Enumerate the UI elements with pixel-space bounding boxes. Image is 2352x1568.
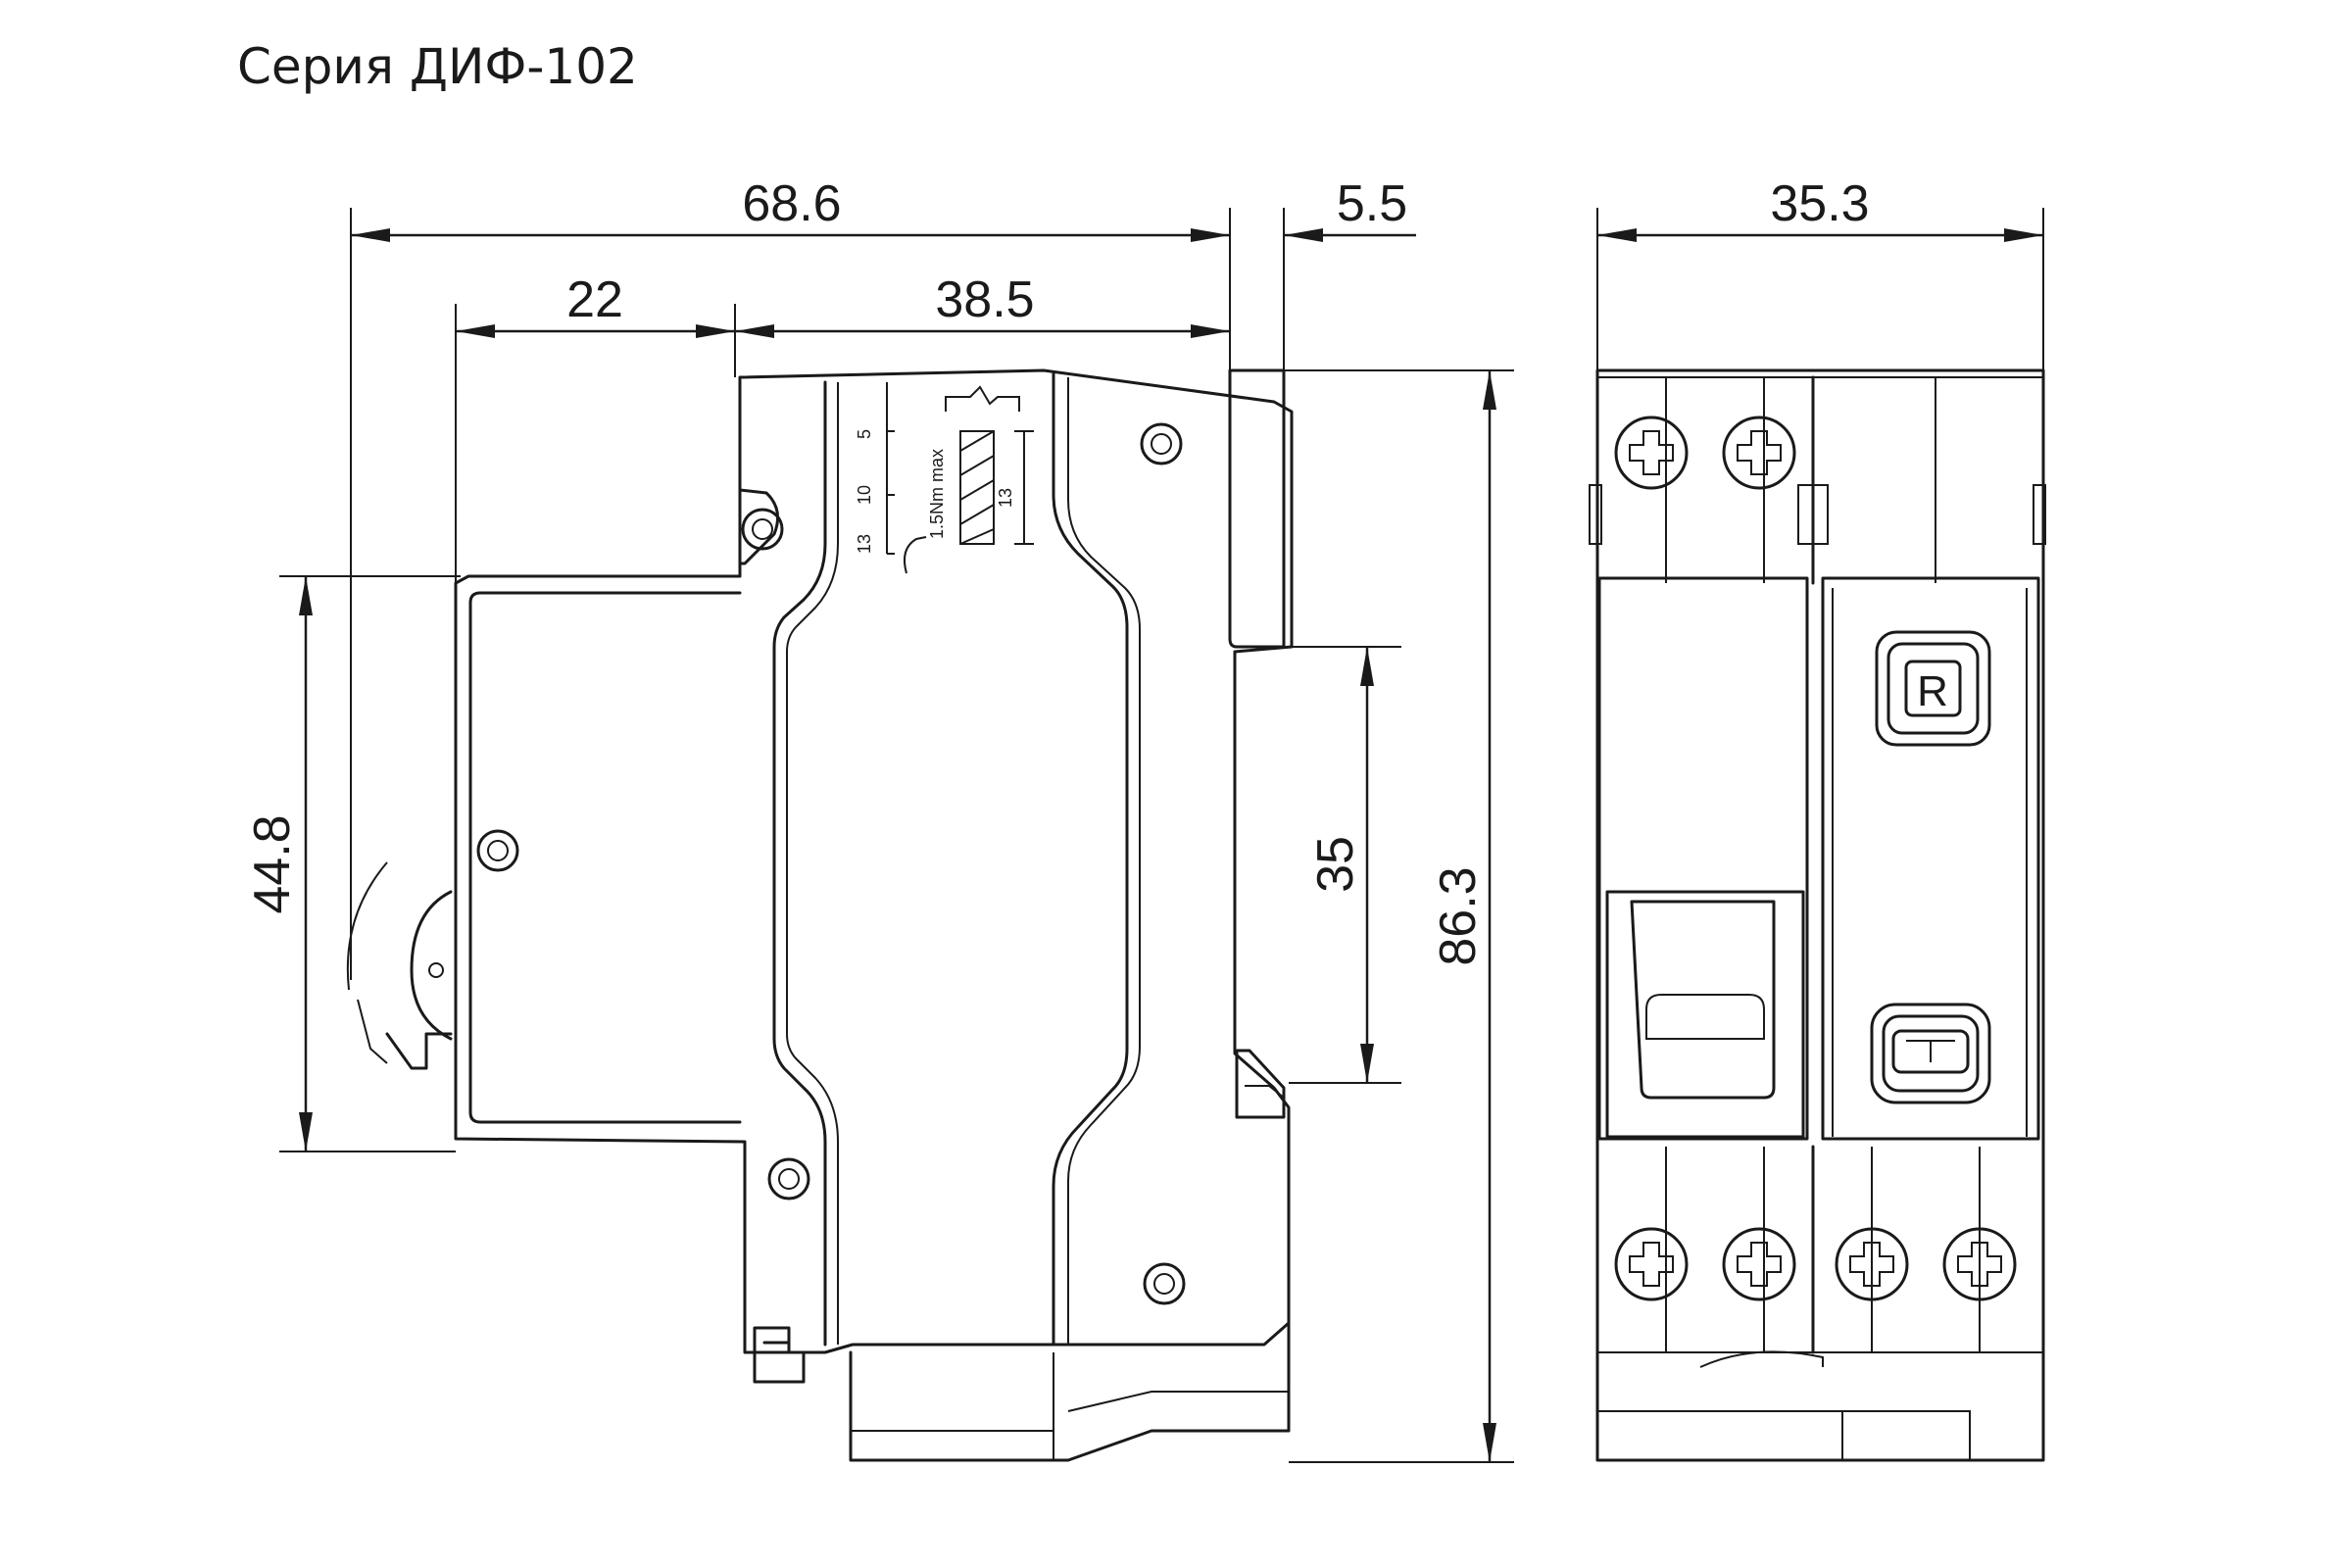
base-lower (849, 1321, 1291, 1462)
latch-curve (1699, 1350, 1824, 1368)
screw-icon (1942, 1227, 2017, 1301)
inner-contour-left-2 (786, 382, 839, 1345)
rivet-lower-left (767, 1157, 810, 1200)
side-view: 5 10 13 13 1.5Nm max (346, 368, 1294, 1462)
torque-text: 1.5Nm max (927, 449, 947, 539)
dim-body-depth: 38.5 (935, 271, 1034, 328)
side-dimensions: 68.6 5.5 22 38.5 44.8 35 (244, 175, 1514, 1463)
dim-front-width: 35.3 (1770, 175, 1869, 232)
rail-clip-top (1228, 368, 1286, 649)
toggle-pivot (428, 962, 444, 978)
torque-arrow (904, 536, 927, 574)
toggle-lever (385, 890, 453, 1070)
dim-overall-height: 86.3 (1430, 866, 1487, 965)
toggle-handle-frame[interactable] (1605, 890, 1805, 1139)
rivet-middle-left (476, 829, 519, 872)
reset-letter: R (1917, 667, 1948, 715)
rail-latch-detail (1245, 1085, 1285, 1099)
screw-icon (1722, 1227, 1796, 1301)
rivet-top (741, 508, 784, 551)
dim-overall-depth: 68.6 (742, 175, 841, 232)
breaker-panel (1597, 576, 1809, 1141)
scale-13-text: 13 (855, 534, 874, 554)
dim-left-offset: 22 (566, 271, 623, 328)
front-view: R (1589, 368, 2046, 1462)
test-button[interactable] (1870, 1003, 1991, 1104)
inner-contour-right (1052, 370, 1129, 1347)
dim-rail-width: 35 (1307, 836, 1364, 893)
strip-rect (959, 430, 995, 545)
toggle-arc-2 (357, 999, 388, 1064)
front-bezel-inner (468, 591, 742, 1124)
front-dimensions: 35.3 (1596, 175, 2044, 370)
terminal-info-label: 5 10 13 13 1.5Nm max (855, 382, 1034, 574)
screw-icon (1614, 416, 1689, 490)
rivet-lower-right (1143, 1262, 1186, 1305)
screw-icon (1835, 1227, 1909, 1301)
side-body-outline (454, 368, 1294, 1354)
reset-button[interactable]: R (1875, 630, 1991, 747)
front-body-outline (1595, 368, 2045, 1462)
rivet-hole-ear (738, 488, 780, 565)
test-t-icon (1906, 1040, 1955, 1062)
dim-terminal-offset: 5.5 (1337, 175, 1407, 232)
strip-length-text: 13 (996, 488, 1015, 508)
rail-latch-slot (1841, 1410, 1971, 1461)
rcd-panel (1821, 576, 2040, 1141)
scale-10-text: 10 (855, 485, 874, 505)
screw-icon (1614, 1227, 1689, 1301)
rivet-upper-right (1140, 422, 1183, 466)
rail-latch-bottom (1235, 1049, 1286, 1119)
inner-contour-right-2 (1067, 377, 1141, 1345)
scale-5-text: 5 (855, 429, 874, 439)
toggle-handle[interactable] (1630, 900, 1776, 1100)
bottom-tab (753, 1326, 806, 1384)
wire-break-symbol (945, 385, 1020, 412)
dim-front-height: 44.8 (244, 814, 301, 913)
series-title: Серия ДИФ-102 (237, 38, 638, 95)
handle-grip (1645, 994, 1765, 1040)
toggle-arc (346, 861, 388, 991)
base-step (1053, 1352, 1289, 1460)
inner-contour-left (772, 380, 827, 1347)
screw-icon (1722, 416, 1796, 490)
